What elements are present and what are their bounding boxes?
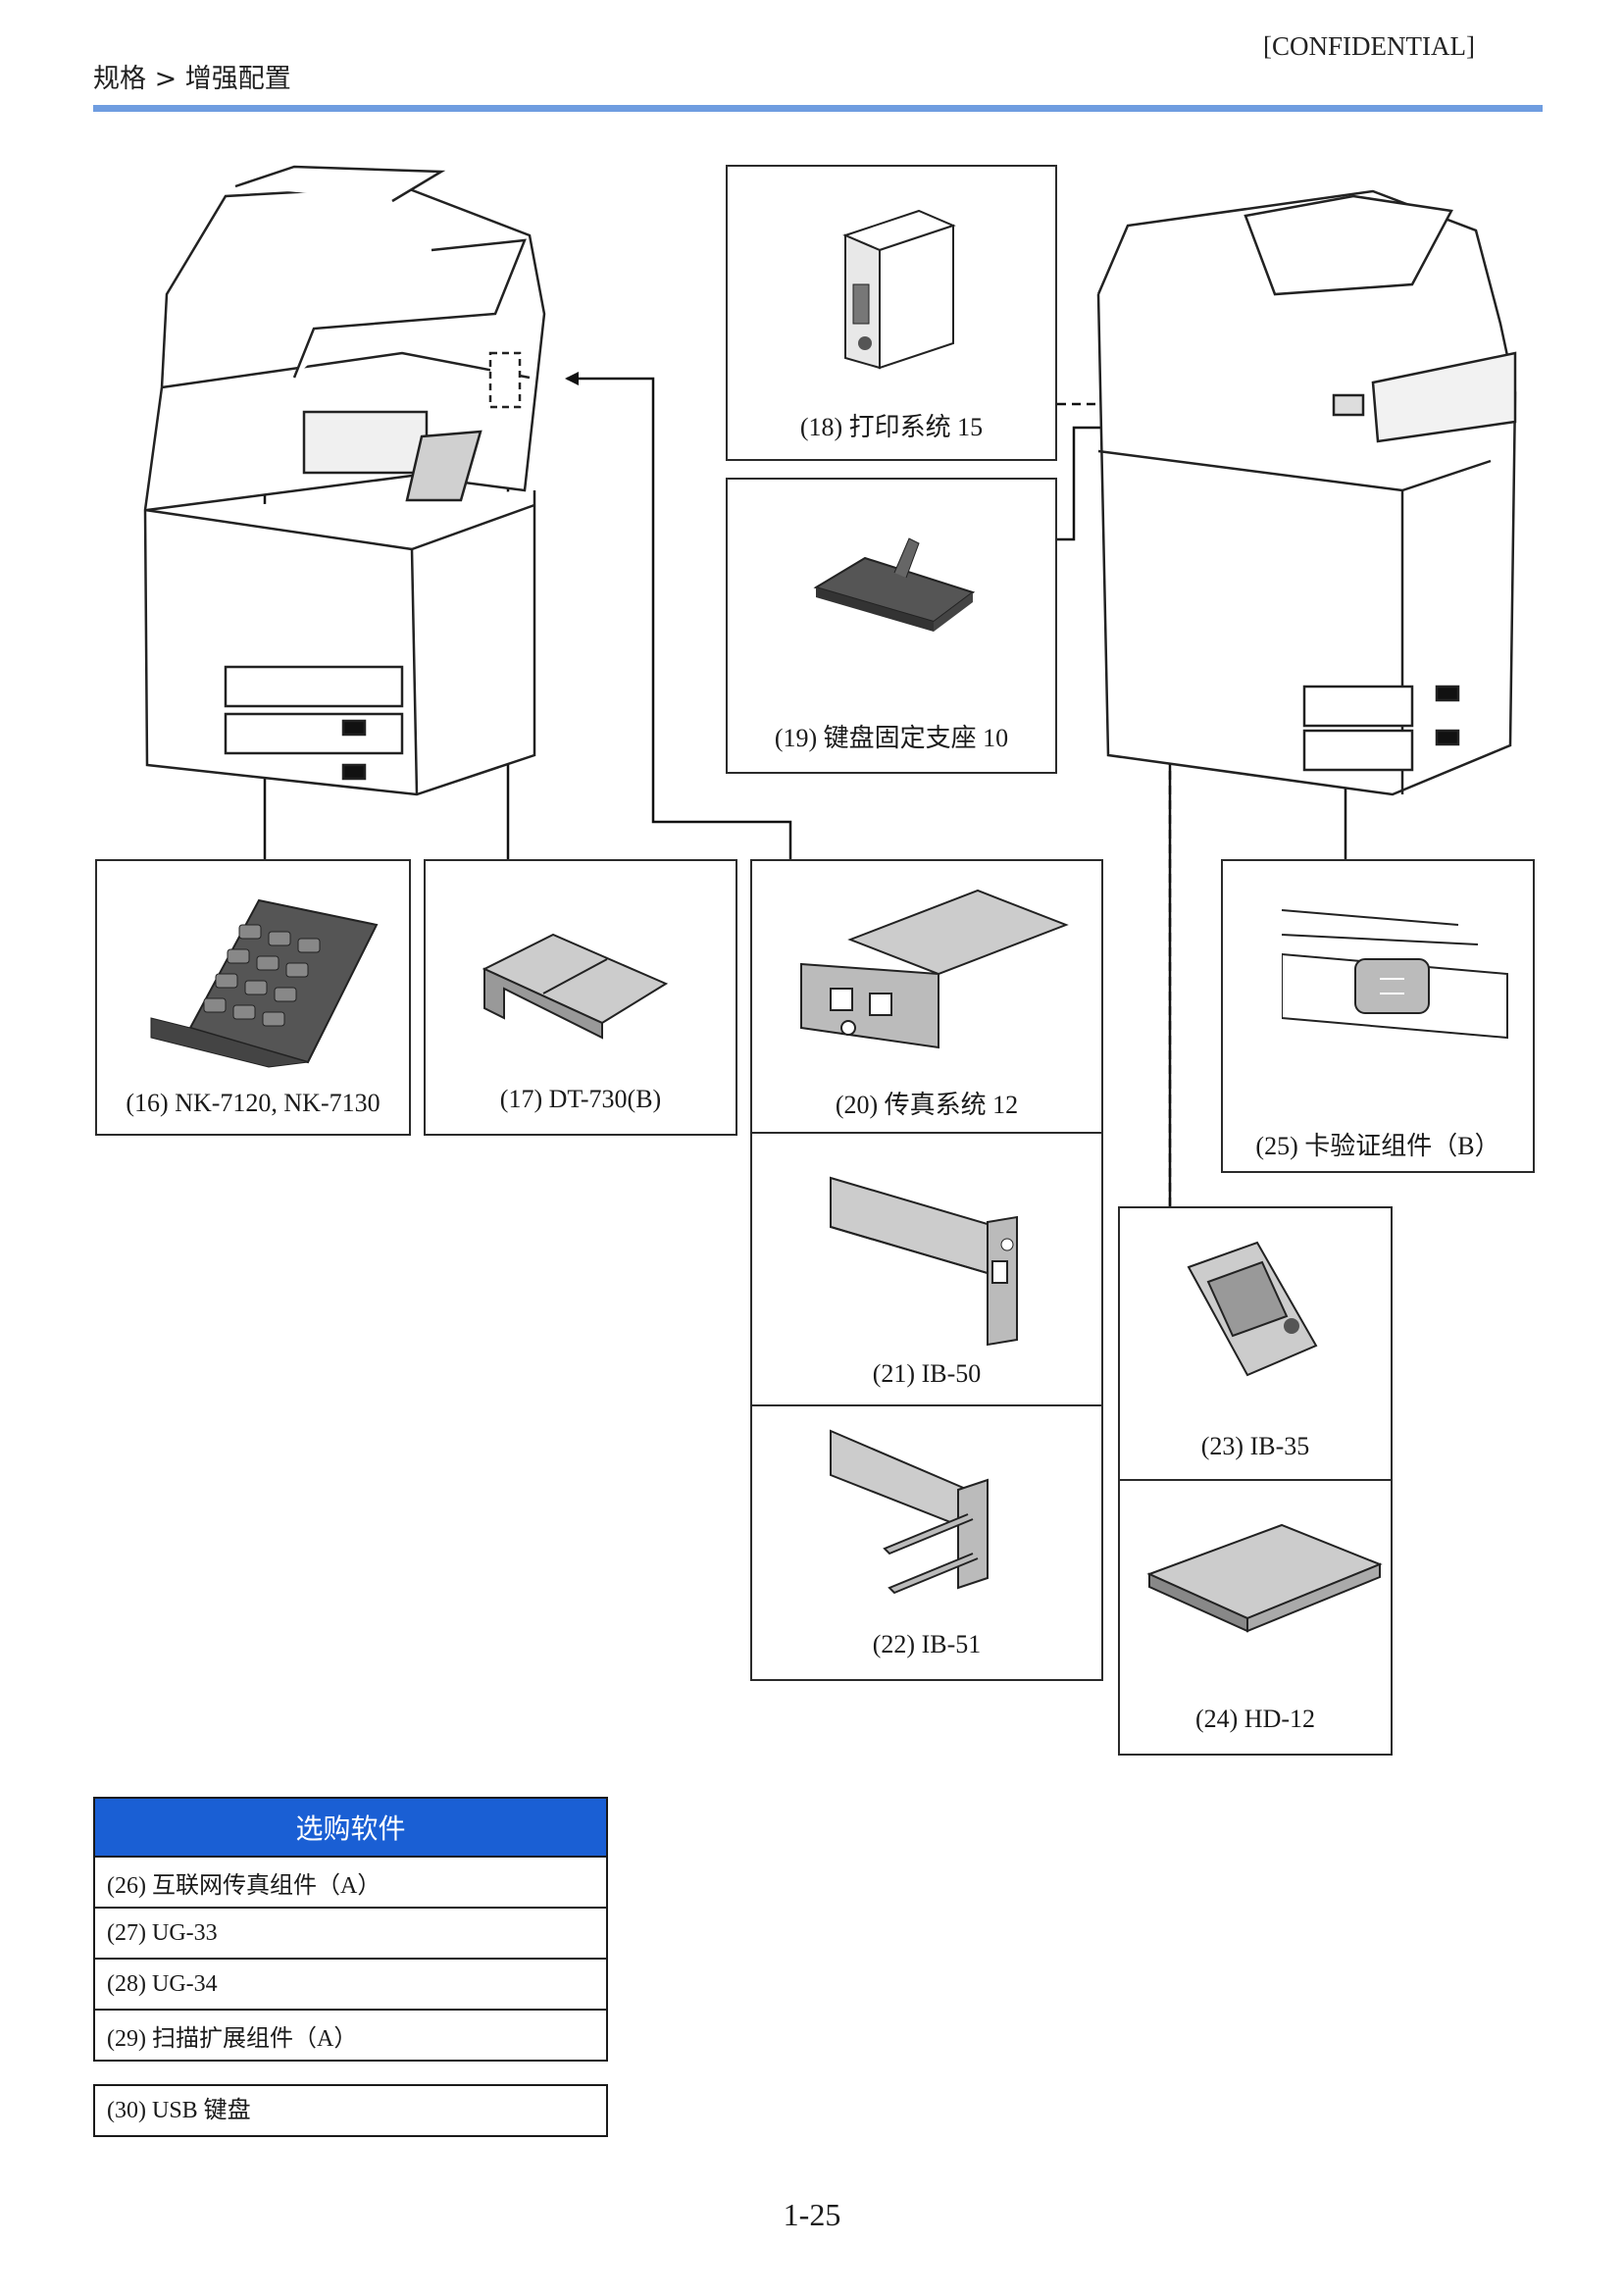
- numeric-keypad-icon: [150, 898, 379, 1068]
- ssd-icon: [1146, 1523, 1383, 1633]
- optional-software-table: 选购软件 (26) 互联网传真组件（A） (27) UG-33 (28) UG-…: [93, 1797, 608, 2062]
- table-row: (29) 扫描扩展组件（A）: [93, 2009, 608, 2062]
- option-card-16: (16) NK-7120, NK-7130: [95, 859, 411, 1136]
- option-card-22: (22) IB-51: [750, 1404, 1103, 1681]
- table-row: (27) UG-33: [93, 1907, 608, 1960]
- option-card-17: (17) DT-730(B): [424, 859, 737, 1136]
- option-caption-21: (21) IB-50: [872, 1359, 982, 1388]
- header-divider: [93, 105, 1543, 112]
- table-row: (28) UG-34: [93, 1958, 608, 2011]
- confidential-label: [CONFIDENTIAL]: [1263, 31, 1475, 61]
- option-card-19: (19) 键盘固定支座 10: [726, 478, 1057, 774]
- option-caption-23: (23) IB-35: [1200, 1432, 1310, 1460]
- option-card-25: (25) 卡验证组件（B）: [1221, 859, 1535, 1173]
- print-system-board-icon: [842, 209, 956, 370]
- breadcrumb: 规格 > 增强配置: [93, 64, 291, 94]
- option-card-18: (18) 打印系统 15: [726, 165, 1057, 461]
- wireless-card-icon: [1187, 1241, 1318, 1377]
- document-tray-icon: [482, 933, 669, 1040]
- option-caption-20: (20) 传真系统 12: [835, 1091, 1019, 1119]
- left-printer-illustration: [143, 165, 546, 796]
- option-caption-18: (18) 打印系统 15: [799, 413, 984, 441]
- option-caption-25: (25) 卡验证组件（B）: [1255, 1132, 1500, 1160]
- card-reader-icon: [1282, 909, 1508, 1040]
- option-caption-17: (17) DT-730(B): [499, 1085, 662, 1113]
- table-header: 选购软件: [93, 1797, 608, 1858]
- option-card-21: (21) IB-50: [750, 1132, 1103, 1408]
- table-row: (26) 互联网传真组件（A）: [93, 1856, 608, 1909]
- option-card-24: (24) HD-12: [1118, 1479, 1393, 1756]
- page-number: 1-25: [783, 2197, 841, 2232]
- usb-keyboard-box: (30) USB 键盘: [93, 2084, 608, 2137]
- option-caption-22: (22) IB-51: [872, 1630, 982, 1658]
- option-card-20: (20) 传真系统 12: [750, 859, 1103, 1134]
- fax-board-icon: [800, 889, 1069, 1049]
- option-caption-16: (16) NK-7120, NK-7130: [126, 1089, 381, 1117]
- option-caption-19: (19) 键盘固定支座 10: [774, 724, 1009, 752]
- keyboard-holder-icon: [813, 537, 976, 632]
- right-printer-illustration: [1096, 189, 1517, 796]
- wireless-interface-card-icon: [830, 1429, 989, 1595]
- option-caption-24: (24) HD-12: [1194, 1705, 1316, 1733]
- option-card-23: (23) IB-35: [1118, 1206, 1393, 1483]
- network-card-icon: [830, 1176, 1018, 1347]
